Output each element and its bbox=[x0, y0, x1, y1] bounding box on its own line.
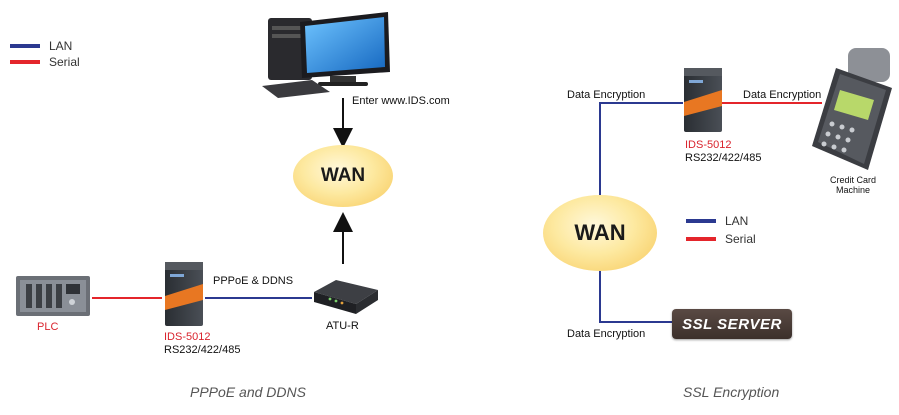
card-machine-label: Credit Card Machine bbox=[823, 175, 883, 195]
link-label: PPPoE & DDNS bbox=[213, 275, 294, 287]
wan-label: WAN bbox=[320, 165, 366, 186]
lan-swatch bbox=[10, 44, 40, 48]
legend-label: LAN bbox=[725, 214, 749, 228]
wan-label: WAN bbox=[574, 220, 626, 245]
enc-label-top-left: Data Encryption bbox=[567, 89, 646, 101]
serial-swatch bbox=[686, 237, 716, 241]
enc-label-top-right: Data Encryption bbox=[743, 89, 822, 101]
wan-cloud-left: WAN bbox=[293, 145, 393, 207]
lan-link-wan-to-ssl bbox=[599, 270, 672, 323]
device-ports-right: RS232/422/485 bbox=[685, 152, 762, 164]
card-label-line1: Credit Card bbox=[829, 175, 876, 185]
device-ports-left: RS232/422/485 bbox=[164, 344, 241, 356]
caption-left: PPPoE and DDNS bbox=[190, 384, 306, 400]
credit-card-machine-icon bbox=[812, 48, 892, 170]
plc-icon bbox=[16, 276, 90, 316]
legend-right-serial: Serial bbox=[686, 232, 756, 246]
card-label-line2: Machine bbox=[835, 185, 871, 195]
ssl-label: SSL SERVER bbox=[682, 315, 782, 333]
legend-label: LAN bbox=[49, 39, 73, 53]
legend-left-lan: LAN bbox=[10, 39, 72, 53]
plc-label: PLC bbox=[37, 321, 59, 333]
legend-left-serial: Serial bbox=[10, 55, 80, 69]
desktop-pc-icon bbox=[262, 12, 390, 98]
legend-right-lan: LAN bbox=[686, 214, 748, 228]
enc-label-bottom: Data Encryption bbox=[567, 328, 646, 340]
lan-swatch bbox=[686, 219, 716, 223]
wan-cloud-right: WAN bbox=[543, 195, 657, 271]
ids-5012-device-icon-left bbox=[165, 262, 203, 326]
atu-r-modem-icon bbox=[314, 280, 378, 314]
ssl-server-badge: SSL SERVER bbox=[672, 309, 792, 339]
device-name-left: IDS-5012 bbox=[164, 331, 211, 343]
pc-label: Enter www.IDS.com bbox=[352, 95, 450, 107]
legend-label: Serial bbox=[49, 55, 80, 69]
caption-right: SSL Encryption bbox=[683, 384, 780, 400]
atu-label: ATU-R bbox=[326, 320, 359, 332]
device-name-right: IDS-5012 bbox=[685, 139, 732, 151]
serial-swatch bbox=[10, 60, 40, 64]
lan-link-wan-to-ids bbox=[599, 102, 683, 195]
ids-5012-device-icon-right bbox=[684, 68, 722, 132]
legend-label: Serial bbox=[725, 232, 756, 246]
